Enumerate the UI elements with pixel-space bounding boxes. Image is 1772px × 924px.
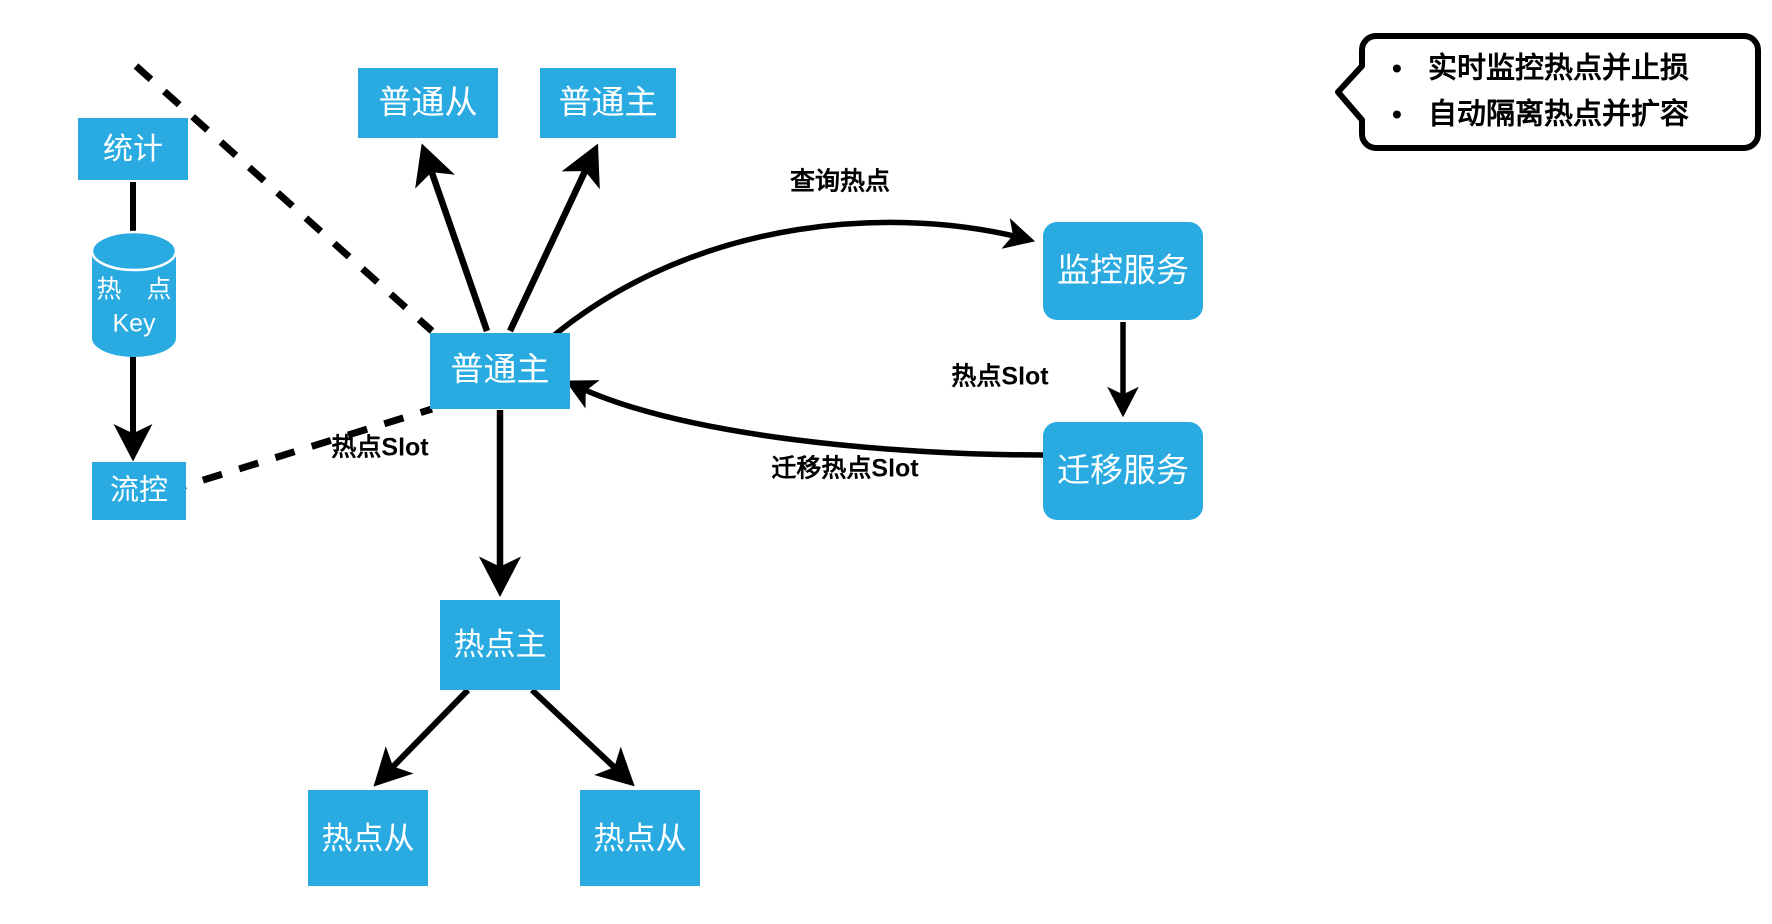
- edge-group-services: [550, 218, 1139, 458]
- cylinder-body[interactable]: [92, 251, 176, 357]
- node-hot-slave-left-label: 热点从: [322, 821, 415, 856]
- node-hot-slave-right[interactable]: 热点从: [580, 790, 700, 886]
- callout-bullet-text-0: 实时监控热点并止损: [1428, 51, 1689, 85]
- callout-box: • 实时监控热点并止损 • 自动隔离热点并扩容: [1335, 33, 1761, 151]
- node-normal-slave-top-box[interactable]: [358, 68, 498, 138]
- edge-label-hotspot-slot-center: 热点Slot: [331, 434, 429, 462]
- node-migration-service-label: 迁移服务: [1057, 452, 1189, 489]
- node-normal-master-top[interactable]: 普通主: [540, 68, 676, 138]
- node-flow-control-label: 流控: [110, 474, 168, 507]
- node-stats-box[interactable]: [78, 118, 188, 180]
- node-normal-master-center[interactable]: 普通主: [430, 333, 570, 409]
- edge-migrate-hotspot-curve: [565, 380, 1044, 458]
- node-normal-master-top-box[interactable]: [540, 68, 676, 138]
- node-flow-control[interactable]: 流控: [92, 462, 186, 520]
- node-hotkey-store[interactable]: 热 点 Key: [90, 230, 178, 357]
- node-normal-slave-top[interactable]: 普通从: [358, 68, 498, 138]
- node-normal-slave-top-label: 普通从: [379, 84, 478, 121]
- edge-group-center: [415, 143, 600, 598]
- edge-center-master-to-normal-slave: [415, 143, 491, 333]
- node-hotkey-store-label-line1: 热 点: [96, 276, 171, 304]
- node-hotkey-store-label-line2: Key: [112, 310, 156, 338]
- node-hot-master[interactable]: 热点主: [440, 600, 560, 690]
- node-normal-master-center-box[interactable]: [430, 333, 570, 409]
- edge-hot-master-to-hot-slave-right: [529, 687, 635, 787]
- node-normal-master-center-label: 普通主: [451, 351, 550, 388]
- node-hot-slave-right-box[interactable]: [580, 790, 700, 886]
- edge-center-master-to-normal-master: [507, 143, 600, 333]
- edge-label-migrate-hotspot-slot: 迁移热点Slot: [771, 455, 919, 483]
- node-hot-slave-left[interactable]: 热点从: [308, 790, 428, 886]
- node-flow-control-box[interactable]: [92, 462, 186, 520]
- callout-bubble-shape: [1335, 33, 1761, 151]
- edge-hot-master-to-hot-slave-left: [373, 687, 471, 787]
- edge-label-hotspot-slot-vertical: 热点Slot: [951, 363, 1049, 391]
- node-monitor-service-label: 监控服务: [1057, 252, 1189, 289]
- callout-bullet-marker-1: •: [1392, 98, 1402, 129]
- edge-label-query-hotspot: 查询热点: [790, 167, 890, 196]
- node-migration-service[interactable]: 迁移服务: [1043, 422, 1203, 520]
- edge-label-group: 查询热点 热点Slot 迁移热点Slot 热点Slot: [331, 167, 1049, 483]
- node-monitor-service[interactable]: 监控服务: [1043, 222, 1203, 320]
- node-hot-slave-left-box[interactable]: [308, 790, 428, 886]
- edge-group-hot-cluster: [373, 687, 635, 787]
- node-stats[interactable]: 统计: [78, 118, 188, 180]
- dashed-zoom-callout: [92, 63, 435, 518]
- node-migration-service-box[interactable]: [1043, 422, 1203, 520]
- node-stats-label: 统计: [103, 133, 163, 166]
- cylinder-top-ellipse: [90, 230, 178, 272]
- callout-bullet-marker-0: •: [1392, 52, 1402, 83]
- edge-query-hotspot-curve: [550, 218, 1036, 340]
- dashed-line-upper: [133, 63, 435, 334]
- node-hot-master-label: 热点主: [454, 627, 547, 662]
- node-hot-slave-right-label: 热点从: [594, 821, 687, 856]
- node-hot-master-box[interactable]: [440, 600, 560, 690]
- node-normal-master-top-label: 普通主: [559, 84, 658, 121]
- callout-bullet-text-1: 自动隔离热点并扩容: [1428, 97, 1689, 131]
- node-monitor-service-box[interactable]: [1043, 222, 1203, 320]
